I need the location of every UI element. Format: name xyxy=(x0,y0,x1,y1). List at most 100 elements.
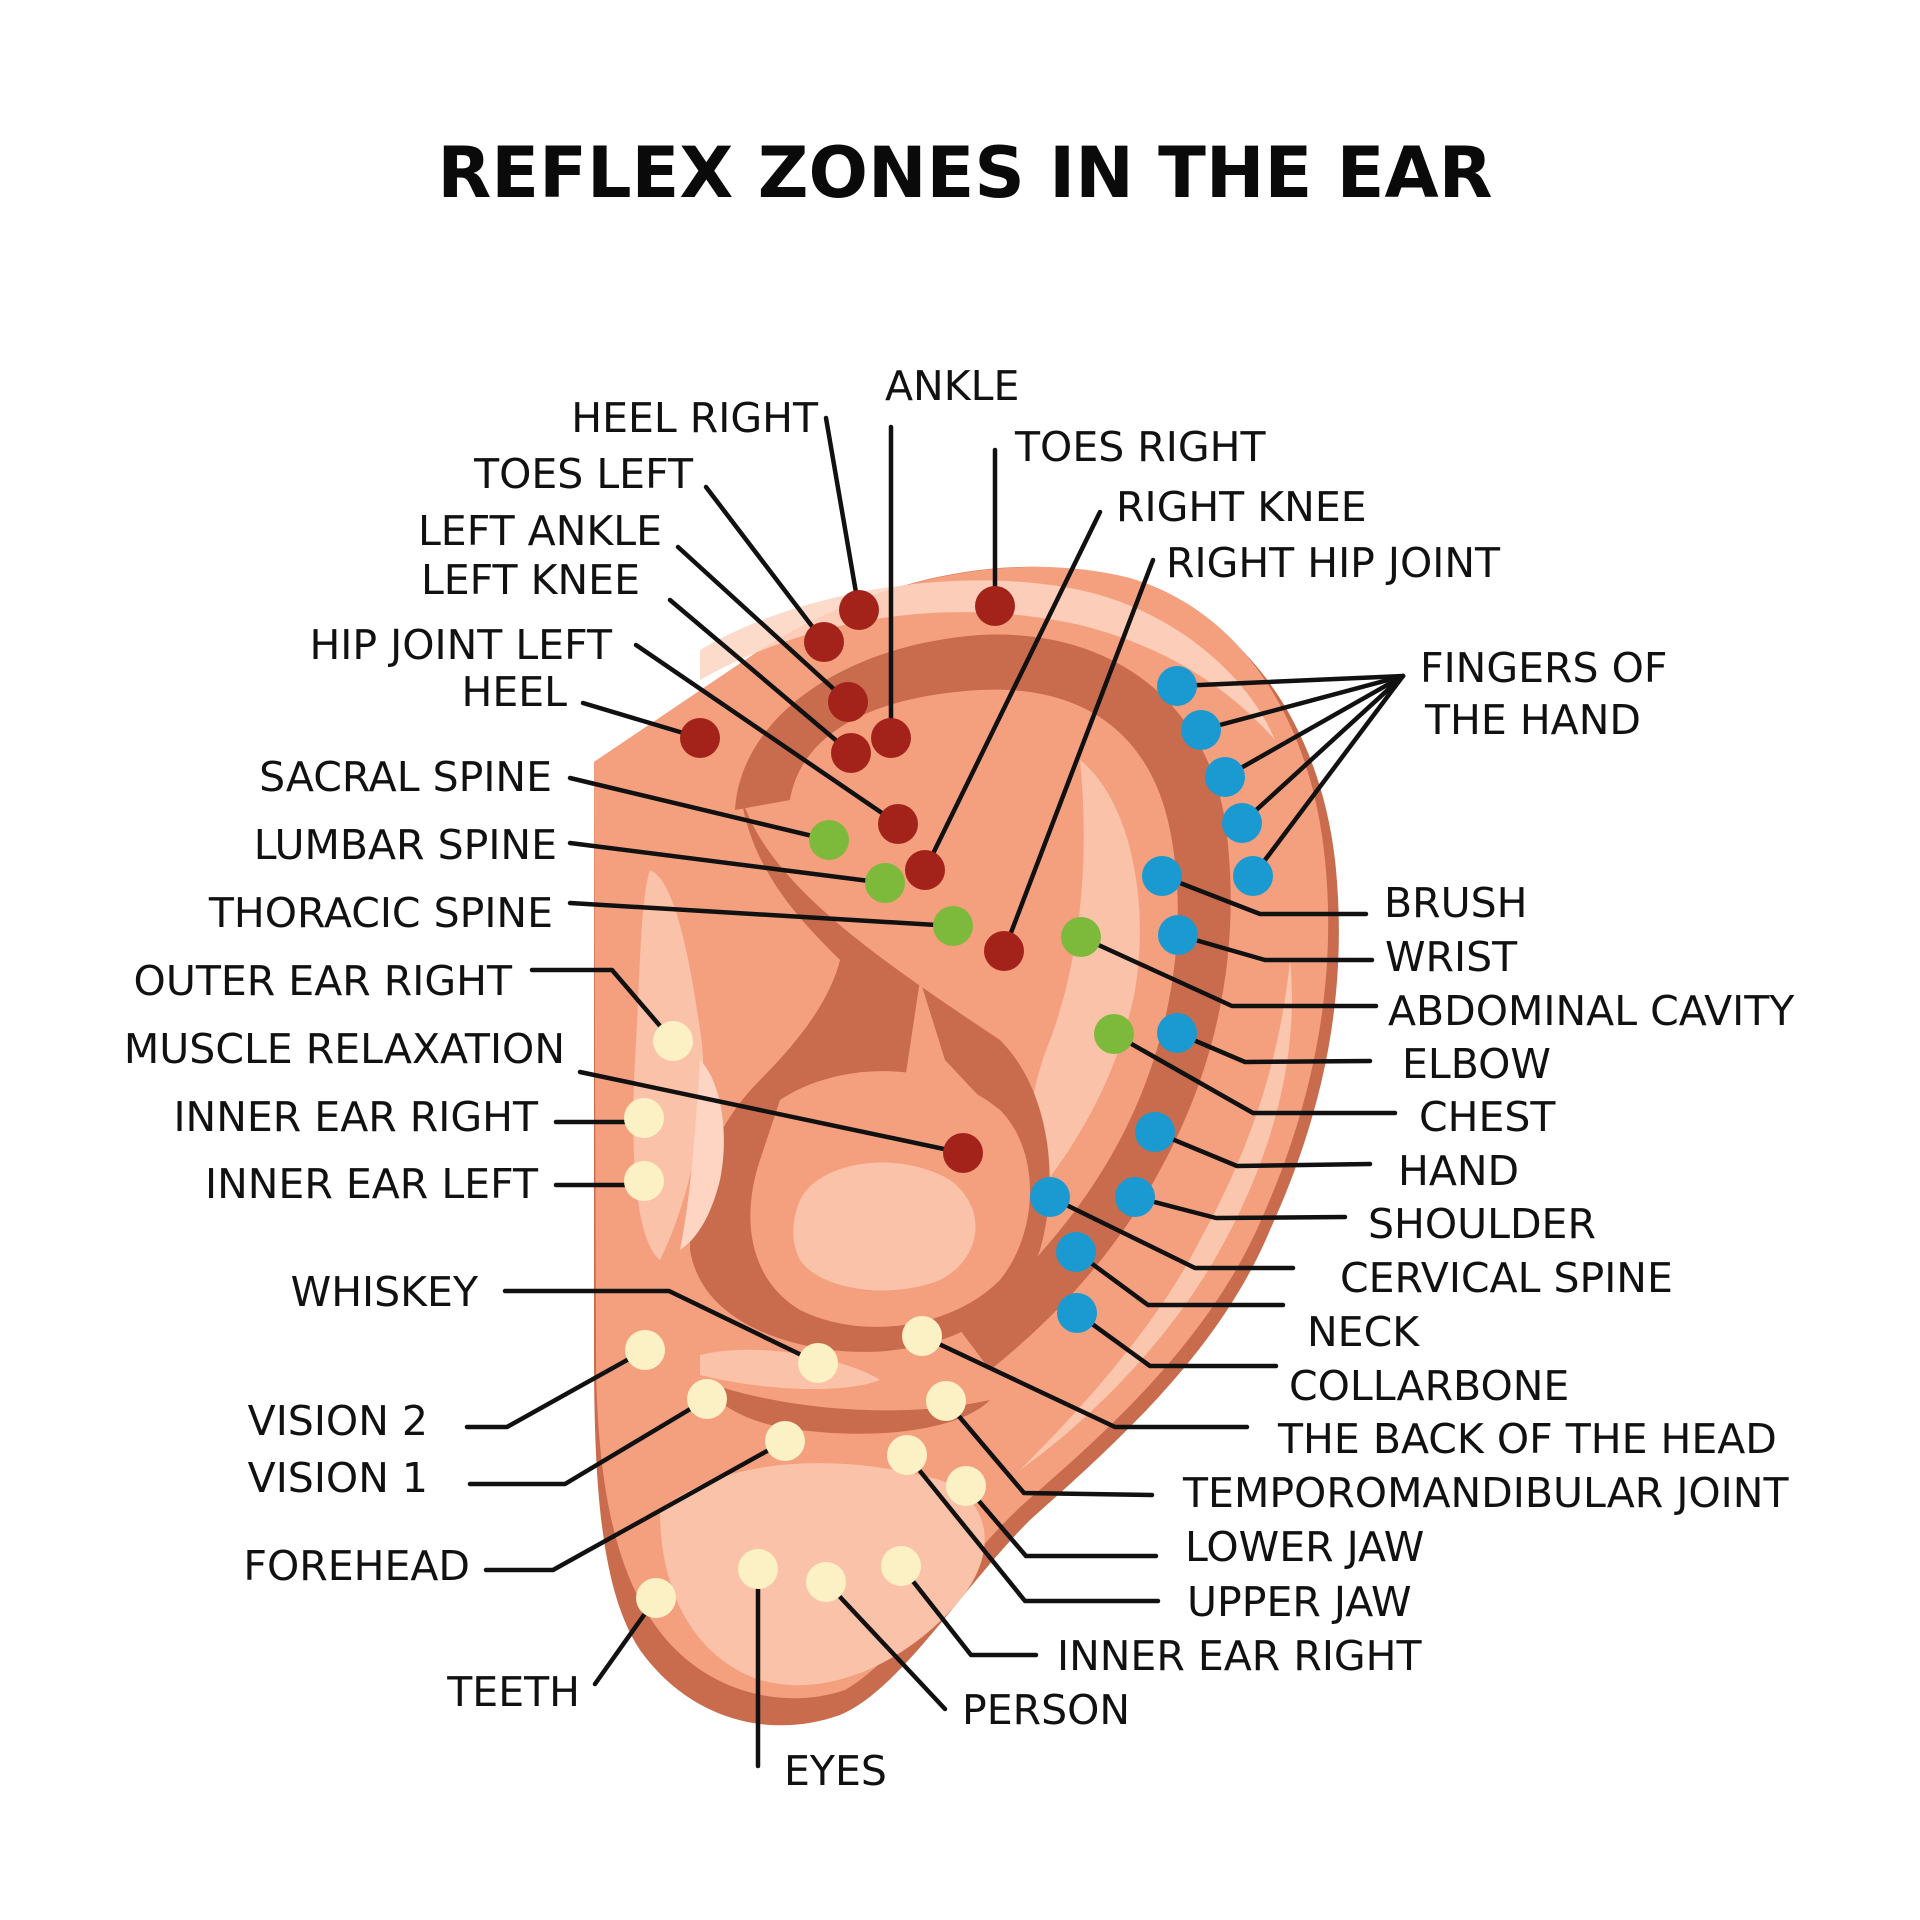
point-upper-jaw[interactable] xyxy=(887,1435,927,1475)
point-hip-joint-left[interactable] xyxy=(878,804,918,844)
leader-elbow xyxy=(1174,1030,1373,1065)
label-right-hip-joint: RIGHT HIP JOINT xyxy=(1166,539,1501,587)
leader-muscle-relaxation xyxy=(577,1069,966,1156)
label-teeth: TEETH xyxy=(446,1668,580,1716)
point-shoulder[interactable] xyxy=(1115,1177,1155,1217)
helix-tail-highlight xyxy=(1020,960,1292,1470)
point-muscle-relaxation[interactable] xyxy=(943,1133,983,1173)
label-person: PERSON xyxy=(962,1686,1130,1734)
label-toes-left: TOES LEFT xyxy=(473,450,694,498)
point-vision-1[interactable] xyxy=(687,1379,727,1419)
point-elbow[interactable] xyxy=(1157,1013,1197,1053)
label-forehead: FOREHEAD xyxy=(243,1542,470,1590)
leader-neck xyxy=(1073,1249,1286,1308)
point-vision-2[interactable] xyxy=(625,1330,665,1370)
point-temporomandibular[interactable] xyxy=(926,1381,966,1421)
label-muscle-relaxation: MUSCLE RELAXATION xyxy=(124,1025,565,1073)
label-wrist: WRIST xyxy=(1385,933,1518,981)
label-sacral-spine: SACRAL SPINE xyxy=(259,753,552,801)
label-lumbar-spine: LUMBAR SPINE xyxy=(254,821,557,869)
point-thoracic-spine[interactable] xyxy=(933,906,973,946)
point-brush[interactable] xyxy=(1142,856,1182,896)
label-left-knee: LEFT KNEE xyxy=(421,556,640,604)
leader-lines xyxy=(464,415,1406,1769)
point-lumbar-spine[interactable] xyxy=(865,863,905,903)
point-back-of-head[interactable] xyxy=(902,1316,942,1356)
point-eyes[interactable] xyxy=(738,1549,778,1589)
point-left-knee[interactable] xyxy=(831,733,871,773)
point-inner-ear-right-left[interactable] xyxy=(624,1098,664,1138)
point-fingers-4[interactable] xyxy=(1222,803,1262,843)
label-shoulder: SHOULDER xyxy=(1368,1200,1596,1248)
leader-back-of-head xyxy=(919,1333,1250,1430)
reflex-points xyxy=(624,586,1273,1618)
point-abdominal-cavity[interactable] xyxy=(1061,917,1101,957)
leader-temporomandibular xyxy=(943,1398,1155,1498)
leader-fingers-1 xyxy=(1174,673,1406,689)
point-heel-right[interactable] xyxy=(839,590,879,630)
point-toes-left[interactable] xyxy=(804,622,844,662)
leader-person xyxy=(823,1579,948,1712)
point-hand[interactable] xyxy=(1135,1112,1175,1152)
leader-collarbone xyxy=(1074,1310,1279,1369)
label-hip-joint-left: HIP JOINT LEFT xyxy=(309,621,612,669)
label-inner-ear-left: INNER EAR LEFT xyxy=(205,1160,539,1208)
point-wrist[interactable] xyxy=(1158,915,1198,955)
label-toes-right: TOES RIGHT xyxy=(1014,423,1266,471)
leader-fingers-4 xyxy=(1239,673,1406,826)
point-forehead[interactable] xyxy=(765,1421,805,1461)
label-back-of-head: THE BACK OF THE HEAD xyxy=(1277,1415,1777,1463)
leader-right-knee xyxy=(922,509,1103,873)
point-fingers-1[interactable] xyxy=(1157,666,1197,706)
leader-hand xyxy=(1152,1129,1373,1169)
point-outer-ear-right[interactable] xyxy=(653,1021,693,1061)
leader-abdominal-cavity xyxy=(1078,934,1379,1009)
leader-heel-right xyxy=(823,415,862,613)
label-inner-ear-right-left: INNER EAR RIGHT xyxy=(173,1093,539,1141)
label-right-knee: RIGHT KNEE xyxy=(1116,483,1367,531)
point-lower-jaw[interactable] xyxy=(946,1466,986,1506)
page-title: REFLEX ZONES IN THE EAR xyxy=(437,132,1492,214)
leader-forehead xyxy=(483,1438,788,1573)
point-collarbone[interactable] xyxy=(1057,1293,1097,1333)
leader-thoracic-spine xyxy=(567,900,956,929)
label-eyes: EYES xyxy=(784,1747,887,1795)
label-left-ankle: LEFT ANKLE xyxy=(418,507,662,555)
leader-sacral-spine xyxy=(567,775,832,843)
label-abdominal-cavity: ABDOMINAL CAVITY xyxy=(1388,987,1795,1035)
point-teeth[interactable] xyxy=(636,1578,676,1618)
point-person[interactable] xyxy=(806,1562,846,1602)
label-inner-ear-right-bottom: INNER EAR RIGHT xyxy=(1057,1632,1423,1680)
point-neck[interactable] xyxy=(1056,1232,1096,1272)
label-cervical-spine: CERVICAL SPINE xyxy=(1340,1254,1673,1302)
point-fingers-5[interactable] xyxy=(1233,856,1273,896)
label-neck: NECK xyxy=(1307,1308,1420,1356)
leader-left-knee xyxy=(667,597,854,756)
point-heel[interactable] xyxy=(680,718,720,758)
label-upper-jaw: UPPER JAW xyxy=(1187,1578,1412,1626)
point-sacral-spine[interactable] xyxy=(809,820,849,860)
point-left-ankle[interactable] xyxy=(828,682,868,722)
leader-shoulder xyxy=(1132,1194,1348,1221)
antihelix xyxy=(790,691,1176,1325)
leader-fingers-3 xyxy=(1222,673,1406,780)
point-whiskey[interactable] xyxy=(798,1343,838,1383)
point-ankle[interactable] xyxy=(871,718,911,758)
leader-lumbar-spine xyxy=(567,840,888,886)
leader-outer-ear-right xyxy=(529,967,676,1044)
point-fingers-2[interactable] xyxy=(1181,710,1221,750)
point-right-knee[interactable] xyxy=(905,850,945,890)
leader-fingers-5 xyxy=(1250,673,1406,879)
point-fingers-3[interactable] xyxy=(1205,757,1245,797)
point-inner-ear-left[interactable] xyxy=(624,1161,664,1201)
point-inner-ear-right-bottom[interactable] xyxy=(881,1546,921,1586)
point-right-hip-joint[interactable] xyxy=(984,931,1024,971)
point-chest[interactable] xyxy=(1094,1014,1134,1054)
point-toes-right[interactable] xyxy=(975,586,1015,626)
tragus-highlight xyxy=(680,1060,724,1250)
leader-left-ankle xyxy=(675,544,851,705)
concha-inner xyxy=(793,1162,976,1291)
label-temporomandibular-joint: TEMPOROMANDIBULAR JOINT xyxy=(1182,1469,1789,1517)
point-cervical-spine[interactable] xyxy=(1030,1177,1070,1217)
label-brush: BRUSH xyxy=(1384,879,1527,927)
